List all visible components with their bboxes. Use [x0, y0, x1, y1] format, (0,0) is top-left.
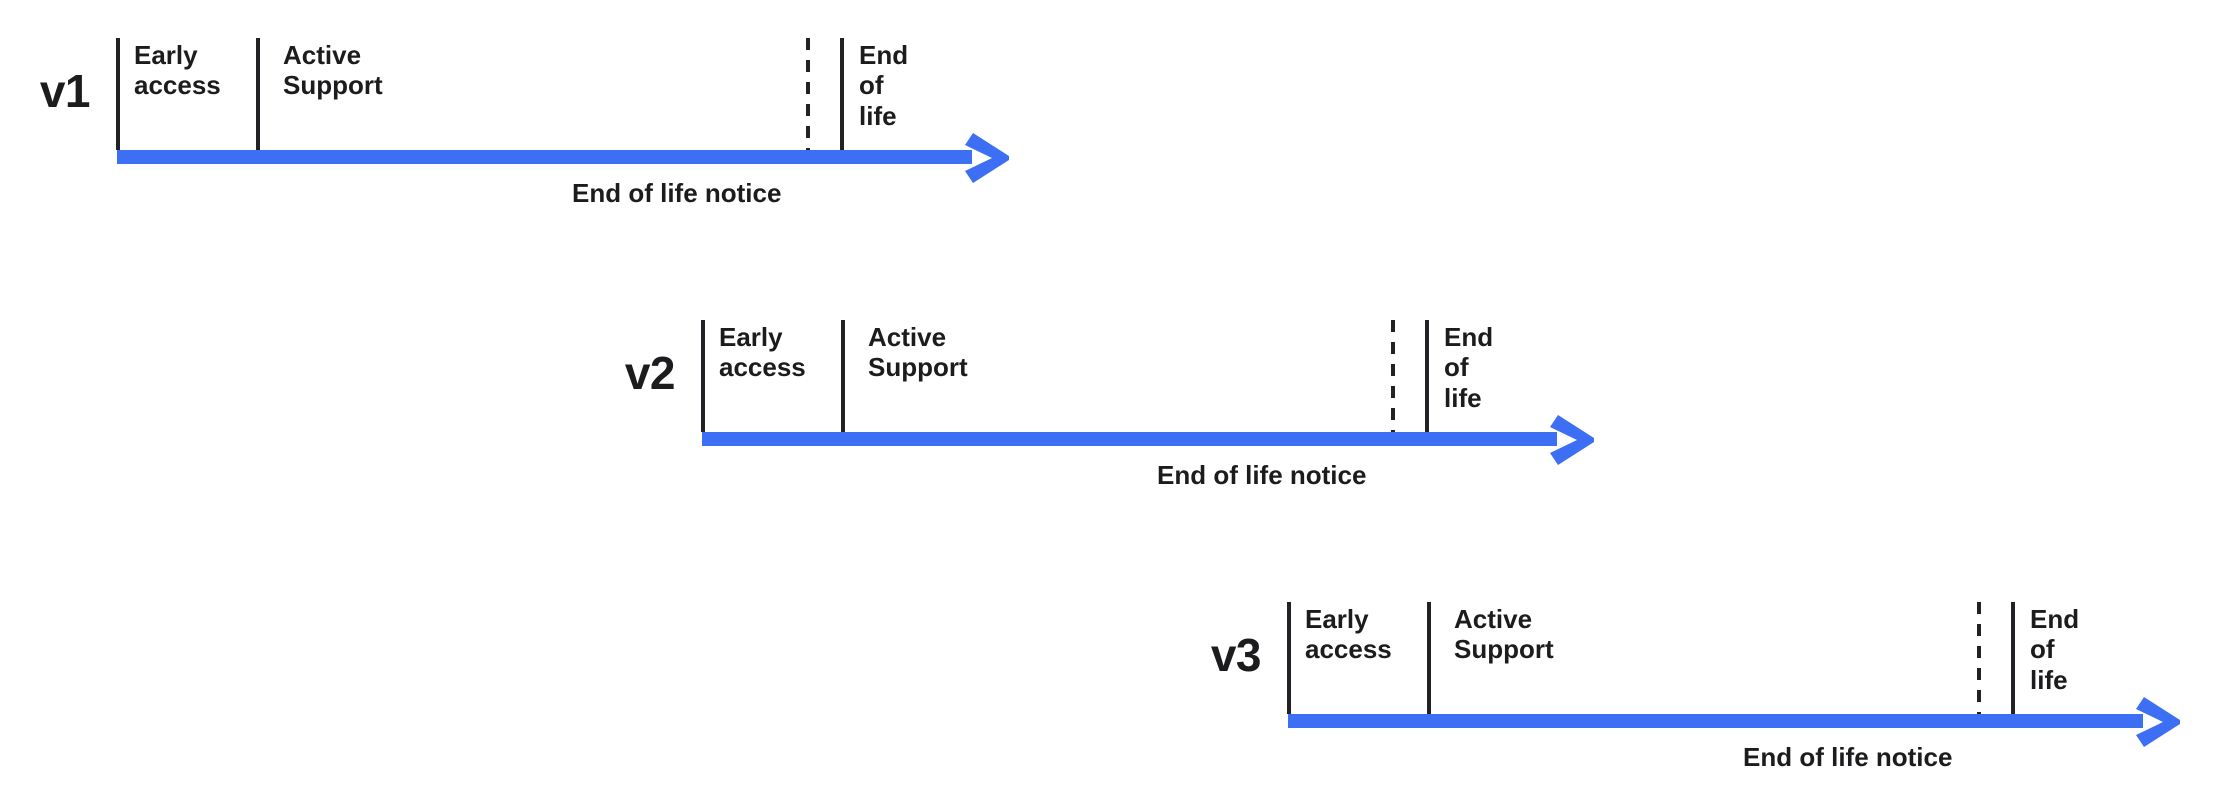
timeline-bar-v3 [1288, 714, 2143, 728]
timeline-bar-v2 [702, 432, 1557, 446]
phase-divider-v1-1 [256, 38, 260, 150]
end-of-life-notice-label-v3: End of life notice [1743, 742, 1953, 772]
phase-label-v3-active-support: Active Support [1454, 604, 1554, 665]
end-of-life-notice-marker-v2 [1391, 320, 1395, 432]
timeline-arrow-head-v3 [2136, 697, 2188, 747]
phase-divider-v2-1 [841, 320, 845, 432]
phase-divider-v1-2 [840, 38, 844, 150]
phase-divider-v1-0 [116, 38, 120, 150]
timeline-bar-v1 [117, 150, 972, 164]
end-of-life-notice-marker-v3 [1977, 602, 1981, 714]
phase-label-v2-end-of-life: End of life [1444, 322, 1494, 413]
version-label-v2: v2 [624, 347, 676, 399]
timeline-arrow-head-v1 [965, 133, 1017, 183]
phase-label-v1-early-access: Early access [134, 40, 221, 101]
phase-label-v2-early-access: Early access [719, 322, 806, 383]
phase-label-v2-active-support: Active Support [868, 322, 968, 383]
phase-label-v3-early-access: Early access [1305, 604, 1392, 665]
end-of-life-notice-label-v1: End of life notice [572, 178, 782, 208]
phase-divider-v3-1 [1427, 602, 1431, 714]
phase-divider-v3-0 [1287, 602, 1291, 714]
phase-label-v3-end-of-life: End of life [2030, 604, 2080, 695]
phase-label-v1-end-of-life: End of life [859, 40, 909, 131]
timeline-arrow-head-v2 [1550, 415, 1602, 465]
end-of-life-notice-label-v2: End of life notice [1157, 460, 1367, 490]
phase-divider-v2-0 [701, 320, 705, 432]
version-label-v1: v1 [39, 65, 91, 117]
version-label-v3: v3 [1210, 629, 1262, 681]
phase-divider-v2-2 [1425, 320, 1429, 432]
phase-divider-v3-2 [2011, 602, 2015, 714]
phase-label-v1-active-support: Active Support [283, 40, 383, 101]
end-of-life-notice-marker-v1 [806, 38, 810, 150]
